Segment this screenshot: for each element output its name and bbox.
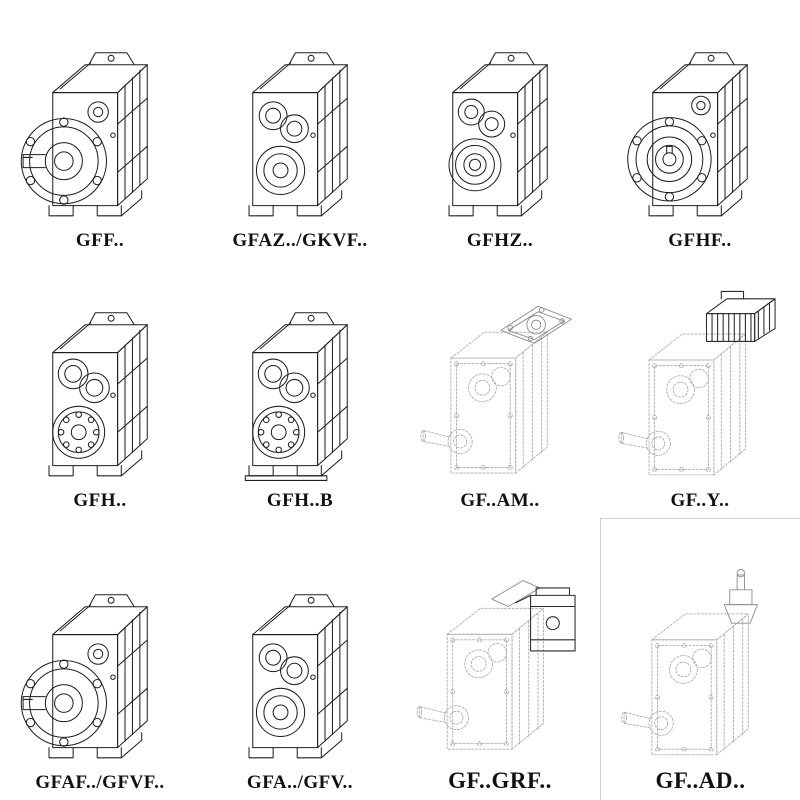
gearbox-gfhz-drawing <box>448 52 548 217</box>
catalog-cell-gf-ad: GF..AD.. <box>600 518 800 800</box>
model-label: GFHF.. <box>668 230 732 251</box>
catalog-cell-gf-y: GF..Y.. <box>600 258 800 518</box>
catalog-cell-gff: GFF.. <box>0 0 200 258</box>
gearbox-gf-am-drawing <box>420 305 572 474</box>
gearbox-gfa-drawing <box>248 594 348 759</box>
model-label: GFHZ.. <box>466 230 534 251</box>
model-label: GFH.. <box>73 490 127 511</box>
model-label: GF..GRF.. <box>448 768 552 793</box>
catalog-cell-gfaz-gkvf: GFAZ../GKVF.. <box>200 0 400 258</box>
catalog-cell-gf-grf: GF..GRF.. <box>400 518 600 800</box>
catalog-cell-gfhz: GFHZ.. <box>400 0 600 258</box>
gearbox-gff-drawing <box>20 52 148 217</box>
model-label: GFF.. <box>75 230 125 251</box>
catalog-cell-gfh-b: GFH..B <box>200 258 400 518</box>
model-label: GFA../GFV.. <box>246 772 354 793</box>
catalog-cell-gfh: GFH.. <box>0 258 200 518</box>
gearbox-gfaf-drawing <box>20 594 148 759</box>
model-label: GFAF../GFVF.. <box>35 772 165 793</box>
gearbox-gfh-drawing <box>48 312 148 477</box>
gearbox-gfh-b-drawing <box>244 312 348 481</box>
gearbox-gf-y-drawing <box>618 290 776 476</box>
gearbox-gfaz-drawing <box>248 52 348 217</box>
catalog-cell-gfhf: GFHF.. <box>600 0 800 258</box>
model-label: GFAZ../GKVF.. <box>232 230 368 251</box>
model-label: GF..AM.. <box>460 490 540 511</box>
model-label: GF..Y.. <box>670 490 730 511</box>
gearbox-gf-grf-drawing <box>416 580 576 750</box>
gearbox-gf-ad-drawing <box>620 568 758 756</box>
model-label: GFH..B <box>266 490 334 511</box>
model-label: GF..AD.. <box>655 768 746 793</box>
gearbox-gfhf-drawing <box>627 52 748 217</box>
catalog-cell-gf-am: GF..AM.. <box>400 258 600 518</box>
catalog-cell-gfa-gfv: GFA../GFV.. <box>200 518 400 800</box>
catalog-cell-gfaf-gfvf: GFAF../GFVF.. <box>0 518 200 800</box>
foot-base-line <box>244 475 328 481</box>
